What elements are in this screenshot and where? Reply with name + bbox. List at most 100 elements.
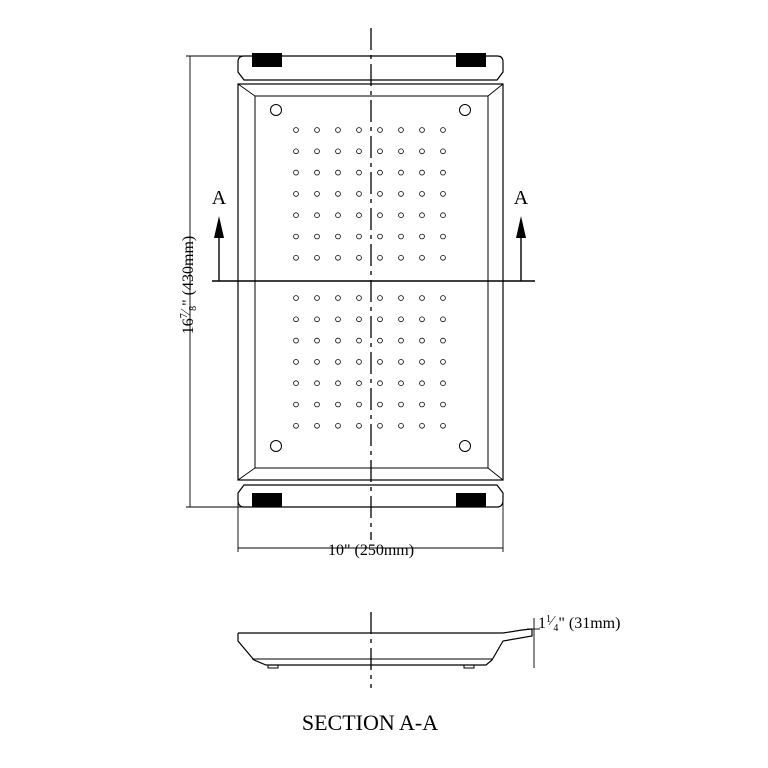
drain-hole: [377, 254, 383, 261]
drain-hole: [398, 233, 404, 240]
drain-hole: [440, 169, 446, 176]
drain-hole: [419, 148, 425, 155]
drain-hole: [377, 337, 383, 344]
drain-hole: [314, 401, 320, 408]
section-view: 11⁄4" (31mm) SECTION A-A: [237, 612, 620, 735]
rubber-foot: [252, 53, 282, 67]
drain-hole: [419, 359, 425, 365]
drain-hole: [293, 380, 299, 387]
drain-hole: [335, 169, 341, 176]
width-dimension-label: 10" (250mm): [328, 542, 414, 559]
drain-hole: [356, 127, 362, 133]
drain-hole: [335, 380, 341, 387]
drain-hole: [440, 380, 446, 387]
drain-hole: [356, 380, 362, 387]
drain-hole: [419, 337, 425, 344]
section-arrow-right: A: [514, 187, 529, 281]
section-profile: [237, 628, 533, 666]
arrow-head-icon: [516, 216, 526, 238]
drain-hole: [440, 212, 446, 219]
drain-hole: [419, 380, 425, 387]
drain-hole: [398, 380, 404, 387]
drain-hole: [314, 191, 320, 197]
drain-hole: [398, 212, 404, 219]
chamfer-line: [487, 83, 504, 97]
drain-hole: [398, 337, 404, 344]
drain-hole: [293, 191, 299, 197]
drain-hole: [419, 233, 425, 240]
drain-hole: [335, 337, 341, 344]
drain-hole: [314, 148, 320, 155]
drain-hole: [314, 316, 320, 323]
drain-hole: [440, 422, 446, 429]
drain-hole: [356, 316, 362, 323]
drain-hole: [398, 295, 404, 301]
drain-hole: [335, 212, 341, 219]
drain-hole: [440, 359, 446, 365]
drain-hole: [377, 295, 383, 301]
drain-hole: [335, 127, 341, 133]
drain-hole: [314, 422, 320, 429]
drain-hole: [377, 422, 383, 429]
drain-hole: [335, 359, 341, 365]
drain-hole: [377, 401, 383, 408]
drain-hole: [356, 148, 362, 155]
drain-hole: [293, 127, 299, 133]
drain-hole: [377, 380, 383, 387]
drain-hole: [440, 148, 446, 155]
drain-hole: [356, 295, 362, 301]
top-view: [212, 28, 535, 540]
drain-hole: [356, 401, 362, 408]
drain-hole: [293, 359, 299, 365]
drain-hole: [440, 316, 446, 323]
depth-dimension-label: 11⁄4" (31mm): [538, 614, 620, 634]
chamfer-line: [237, 83, 256, 97]
drain-hole: [356, 233, 362, 240]
drain-hole: [335, 233, 341, 240]
drain-hole: [335, 295, 341, 301]
drain-hole: [293, 254, 299, 261]
section-marker-right: A: [514, 187, 529, 209]
drain-hole: [356, 359, 362, 365]
drain-hole: [293, 401, 299, 408]
drain-hole: [398, 191, 404, 197]
drain-hole: [314, 233, 320, 240]
drain-hole: [398, 359, 404, 365]
drain-hole: [398, 316, 404, 323]
drain-hole: [377, 212, 383, 219]
drain-hole: [293, 169, 299, 176]
drain-hole: [335, 254, 341, 261]
drain-hole: [377, 359, 383, 365]
drain-hole: [356, 169, 362, 176]
drain-hole: [440, 233, 446, 240]
drain-hole: [377, 316, 383, 323]
drain-hole: [356, 422, 362, 429]
drain-hole: [419, 169, 425, 176]
drain-hole: [356, 212, 362, 219]
drain-hole: [419, 316, 425, 323]
rubber-foot: [456, 493, 486, 507]
drain-hole: [335, 401, 341, 408]
drain-hole-grid: [293, 127, 446, 429]
drain-hole: [314, 359, 320, 365]
top-handle: [237, 55, 504, 81]
drain-hole: [419, 212, 425, 219]
corner-hole: [270, 104, 282, 116]
drain-hole: [440, 127, 446, 133]
corner-hole: [459, 104, 471, 116]
drain-hole: [377, 233, 383, 240]
height-dimension: 167⁄8" (430mm): [179, 55, 244, 508]
drain-hole: [293, 148, 299, 155]
drain-hole: [377, 148, 383, 155]
drain-hole: [398, 169, 404, 176]
drain-hole: [314, 254, 320, 261]
section-title: SECTION A-A: [302, 710, 438, 735]
drain-hole: [398, 254, 404, 261]
corner-hole: [270, 440, 282, 452]
section-arrow-left: A: [212, 187, 227, 281]
section-foot: [267, 664, 279, 669]
drain-hole: [293, 316, 299, 323]
height-dimension-label: 167⁄8" (430mm): [179, 236, 199, 334]
drain-hole: [314, 127, 320, 133]
